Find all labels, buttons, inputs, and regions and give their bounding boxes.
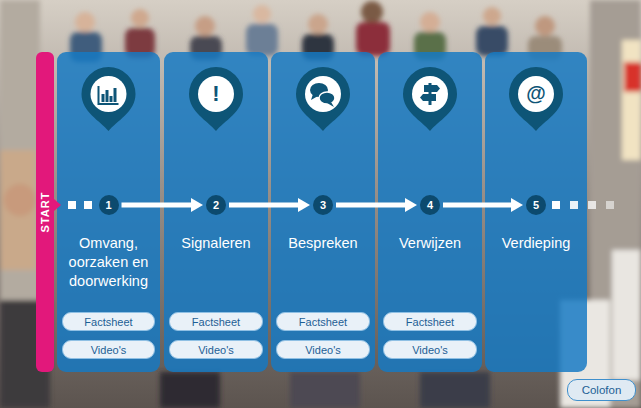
step-title: Signaleren [167,234,265,253]
step-panel: Bespreken 3FactsheetVideo's [271,52,375,372]
step-number: 1 [99,195,119,215]
button-label: Video's [412,344,448,356]
pin-icons [82,67,564,131]
step-number: 2 [206,195,226,215]
flow-arrow [229,203,298,208]
step-number-text: 1 [105,199,111,211]
step-panel: Omvang, oorzaken en doorwerking 1Factshee… [57,52,160,372]
button-label: Video's [305,344,341,356]
start-band: START [36,52,54,372]
video-button: Video's [62,340,155,359]
start-pointer [54,199,61,211]
flow-arrow [122,203,192,208]
factsheet-button: Factsheet [62,312,155,331]
step-number-text: 5 [533,199,539,211]
step-number-text: 3 [320,199,326,211]
icon-glyph: ! [201,79,231,109]
step-panel: Verwijzen 4FactsheetVideo's [378,52,482,372]
step-title: Omvang, oorzaken en doorwerking [60,234,157,291]
step-title: Verwijzen [381,234,479,253]
video-button: Video's [383,340,477,359]
button-label: Factsheet [406,316,454,328]
step-title: Bespreken [274,234,372,253]
dash-marks [68,201,614,209]
button-label: Factsheet [299,316,347,328]
flow-arrow [336,203,405,208]
video-button: Video's [169,340,263,359]
step-number: 3 [313,195,333,215]
step-number: 4 [420,195,440,215]
button-label: Colofon [582,384,622,396]
button-label: Video's [198,344,234,356]
button-label: Video's [91,344,127,356]
factsheet-button: Factsheet [169,312,263,331]
video-button: Video's [276,340,370,359]
step-title: Verdieping [488,234,584,253]
flow-arrow [443,203,511,208]
step-number-text: 4 [427,199,433,211]
button-label: Factsheet [84,316,132,328]
colofon-button: Colofon [567,379,636,401]
start-label: START [39,192,51,233]
icon-glyph: @ [521,78,551,108]
factsheet-button: Factsheet [383,312,477,331]
step-number-text: 2 [213,199,219,211]
button-label: Factsheet [192,316,240,328]
step-number: 5 [526,195,546,215]
factsheet-button: Factsheet [276,312,370,331]
